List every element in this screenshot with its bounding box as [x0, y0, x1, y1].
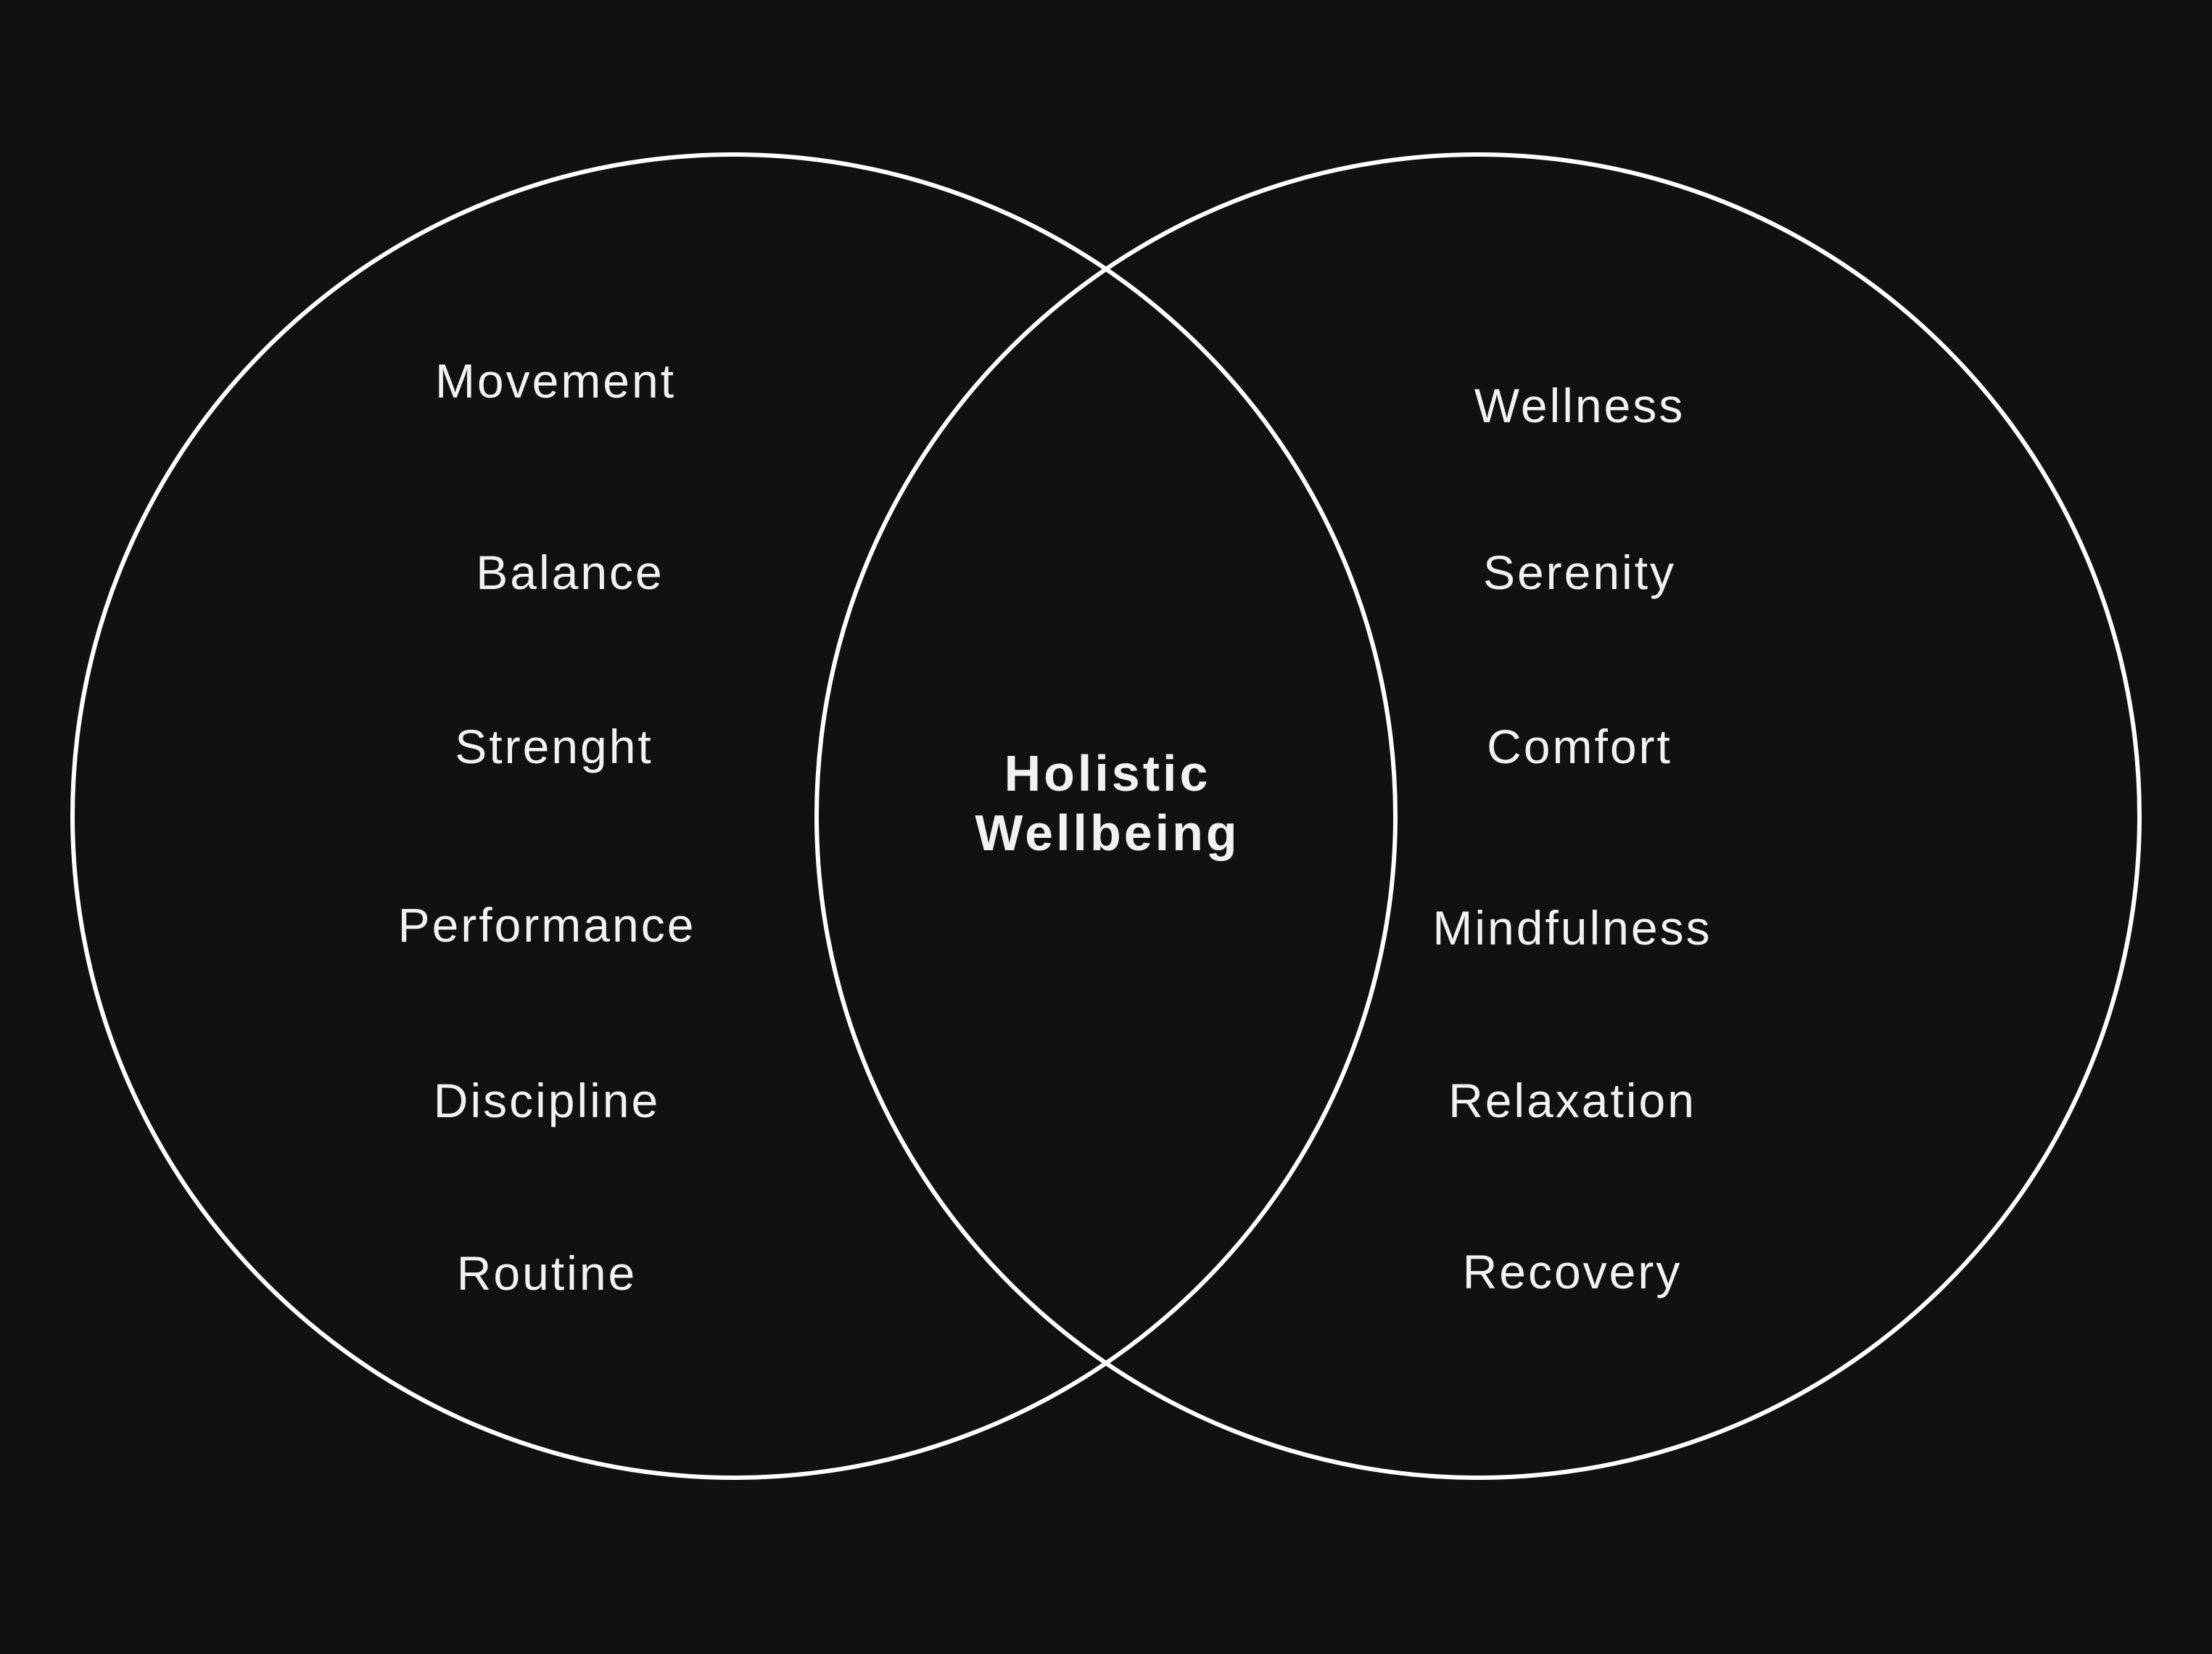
intersection-line-2: Wellbeing [975, 805, 1239, 861]
left-circle [70, 152, 1398, 1480]
right-term-comfort: Comfort [1487, 720, 1672, 773]
right-term-mindfulness: Mindfulness [1432, 901, 1712, 955]
right-term-relaxation: Relaxation [1448, 1074, 1696, 1127]
left-set-terms: Movement Balance Strenght Performance Di… [398, 354, 696, 1300]
left-term-discipline: Discipline [434, 1074, 660, 1127]
left-term-movement: Movement [435, 354, 676, 408]
left-term-strenght: Strenght [455, 720, 653, 773]
right-term-wellness: Wellness [1474, 379, 1685, 432]
right-circle [814, 152, 2142, 1480]
intersection-label: Holistic Wellbeing [975, 745, 1239, 861]
left-term-balance: Balance [476, 546, 664, 599]
right-term-serenity: Serenity [1483, 546, 1676, 599]
right-set-terms: Wellness Serenity Comfort Mindfulness Re… [1432, 379, 1712, 1299]
left-term-routine: Routine [457, 1246, 637, 1300]
right-term-recovery: Recovery [1463, 1245, 1683, 1299]
intersection-line-1: Holistic [1004, 745, 1211, 802]
left-term-performance: Performance [398, 898, 696, 952]
